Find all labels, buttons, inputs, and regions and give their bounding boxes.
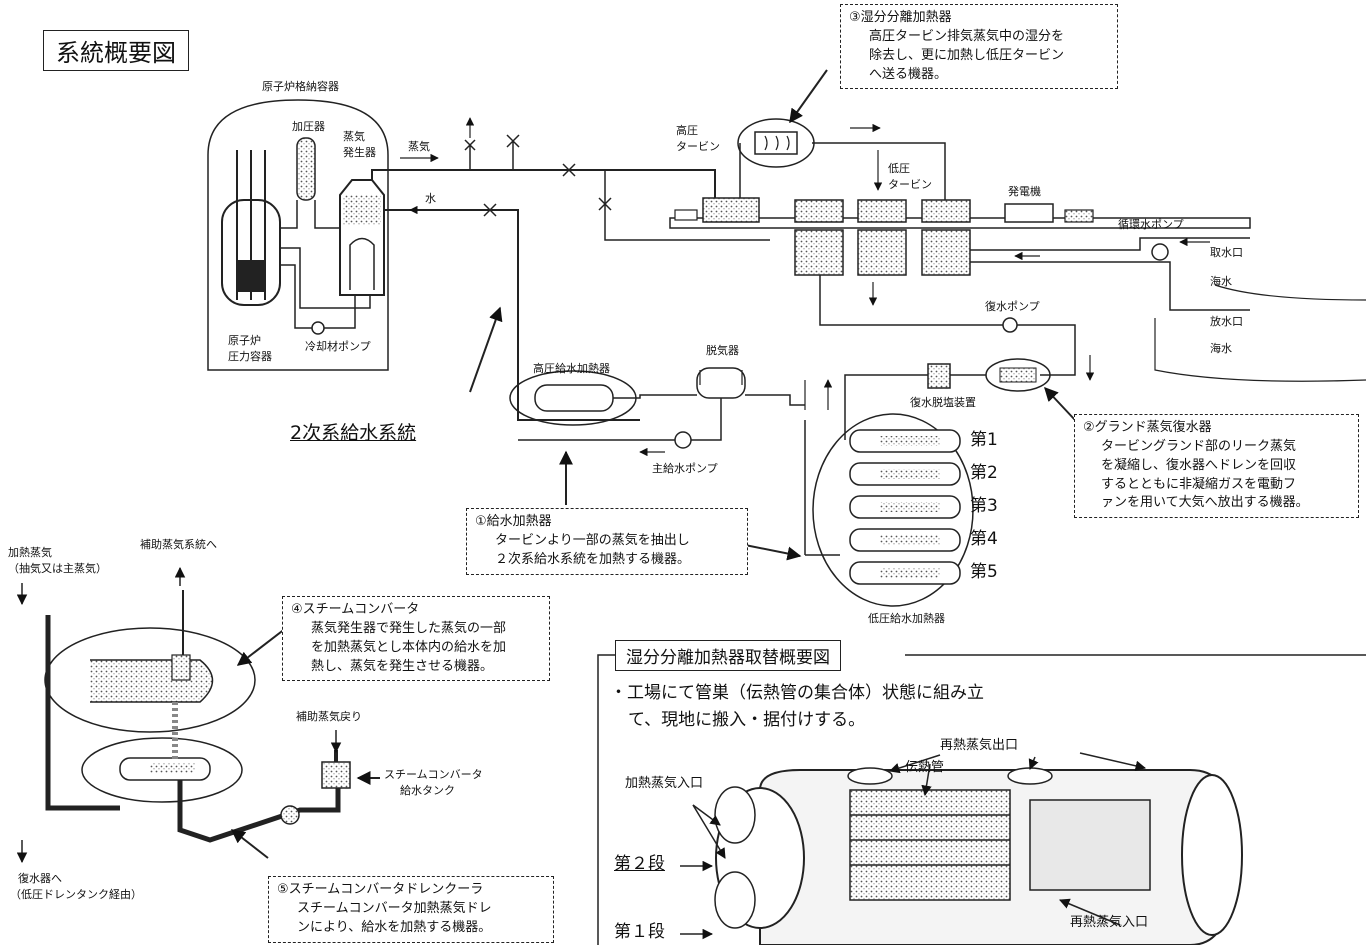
callout-line: 除去し、更に加熱し低圧タービン — [849, 47, 1109, 66]
hp-heater — [535, 385, 613, 411]
hp-turbine-label-1: 高圧 — [676, 124, 698, 138]
lp-turbine-label-1: 低圧 — [888, 162, 910, 176]
rv-label-1: 原子炉 — [228, 334, 261, 348]
callout-line: ２次系給水系統を加熱する機器。 — [475, 551, 739, 570]
sea-label-1: 海水 — [1210, 275, 1232, 289]
callout-line: ンにより、給水を加熱する機器。 — [277, 919, 545, 938]
lp-heater-label: 低圧給水加熱器 — [868, 612, 945, 626]
sea-label-2: 海水 — [1210, 342, 1232, 356]
condensers — [795, 230, 970, 275]
heating-in-label: 加熱蒸気入口 — [625, 776, 703, 792]
callout-gland-condenser: ②グランド蒸気復水器 タービングランド部のリーク蒸気 を凝縮し、復水器へドレンを… — [1074, 414, 1359, 518]
pressurizer — [297, 138, 315, 200]
callout-line: 蒸気発生器で発生した蒸気の一部 — [291, 620, 541, 639]
stage-label-1: 第1 — [970, 430, 998, 451]
stage-label-5: 第5 — [970, 562, 998, 583]
callout-line: スチームコンバータ加熱蒸気ドレ — [277, 900, 545, 919]
callout-line: タービンより一部の蒸気を抽出し — [475, 532, 739, 551]
lp-turbine-b — [858, 200, 906, 222]
hp-turbine-label-2: タービン — [676, 140, 720, 154]
steam-label: 蒸気 — [408, 140, 430, 154]
to-condenser-label-1: 復水器へ — [18, 872, 62, 886]
heating-steam-label-2: （抽気又は主蒸気） — [8, 562, 107, 576]
callout-title: ②グランド蒸気復水器 — [1083, 419, 1350, 438]
callout-line: 高圧タービン排気蒸気中の湿分を — [849, 28, 1109, 47]
callout-title: ⑤スチームコンバータドレンクーラ — [277, 881, 545, 900]
callout-line: 熱し、蒸気を発生させる機器。 — [291, 658, 541, 677]
feed-tank — [322, 762, 350, 788]
pressurizer-label: 加圧器 — [292, 120, 325, 134]
demineralizer — [928, 364, 950, 388]
condensate-pump-label: 復水ポンプ — [985, 300, 1040, 314]
feed-tank-label-2: 給水タンク — [400, 784, 455, 798]
lp-turbine-c — [922, 200, 970, 222]
reheat-out-label: 再熱蒸気出口 — [940, 738, 1018, 754]
callout-steam-converter: ④スチームコンバータ 蒸気発生器で発生した蒸気の一部 を加熱蒸気とし本体内の給水… — [282, 596, 550, 681]
coolant-pump-label: 冷却材ポンプ — [305, 340, 371, 354]
main-feed-pump — [675, 432, 691, 448]
condensate-line — [820, 275, 1075, 375]
replacement-desc-2: て、現地に搬入・据付けする。 — [628, 710, 865, 731]
reheat-in-label: 再熱蒸気入口 — [1070, 915, 1148, 931]
main-feed-pump-label: 主給水ポンプ — [652, 462, 718, 476]
hp-heater-label: 高圧給水加熱器 — [533, 362, 610, 376]
containment-label: 原子炉格納容器 — [262, 80, 339, 94]
steam-converter — [45, 628, 255, 802]
circulating-pump — [1152, 244, 1168, 260]
secondary-system-label: 2次系給水系統 — [290, 422, 416, 446]
sg-label-1: 蒸気 — [343, 130, 365, 144]
steam-generator — [340, 180, 384, 295]
callout-title: ①給水加熱器 — [475, 513, 739, 532]
stage-label-2: 第2 — [970, 463, 998, 484]
callout-line: を加熱蒸気とし本体内の給水を加 — [291, 639, 541, 658]
aux-return-label: 補助蒸気戻り — [296, 710, 362, 724]
callout-moisture-separator: ③湿分分離加熱器 高圧タービン排気蒸気中の湿分を 除去し、更に加熱し低圧タービン… — [840, 4, 1118, 89]
callout-line: へ送る機器。 — [849, 66, 1109, 85]
replacement-desc-1: ・工場にて管巣（伝熱管の集合体）状態に組み立 — [610, 683, 984, 704]
heating-steam-label-1: 加熱蒸気 — [8, 546, 52, 560]
sg-label-2: 発生器 — [343, 146, 376, 160]
lp-turbine-a — [795, 200, 843, 222]
lp-heaters — [850, 430, 960, 584]
reactor-vessel — [222, 150, 280, 305]
callout-title: ④スチームコンバータ — [291, 601, 541, 620]
feed-tank-label-1: スチームコンバータ — [384, 768, 483, 782]
lp-turbine-label-2: タービン — [888, 178, 932, 192]
generator — [1005, 204, 1053, 222]
callout-feed-heater: ①給水加熱器 タービンより一部の蒸気を抽出し ２次系給水系統を加熱する機器。 — [466, 508, 748, 575]
rv-label-2: 圧力容器 — [228, 350, 272, 364]
main-steam-line — [372, 170, 715, 205]
callout-line: するとともに非凝縮ガスを電動フ — [1083, 476, 1350, 495]
callout-title: ③湿分分離加熱器 — [849, 9, 1109, 28]
replacement-title: 湿分分離加熱器取替概要図 — [615, 640, 841, 671]
stage1-label: 第１段 — [614, 922, 665, 943]
stage-label-3: 第3 — [970, 496, 998, 517]
generator-label: 発電機 — [1008, 185, 1041, 199]
intake-label: 取水口 — [1210, 246, 1243, 260]
condensate-pump — [1003, 318, 1017, 332]
tubes-label: 伝熱管 — [905, 760, 944, 776]
stage2-label: 第２段 — [614, 854, 665, 875]
to-condenser-label-2: （低圧ドレンタンク経由） — [10, 888, 142, 902]
callout-line: ァンを用いて大気へ放出する機器。 — [1083, 494, 1350, 513]
page-title: 系統概要図 — [43, 30, 189, 71]
msr-drawing — [715, 768, 1242, 945]
deaerator — [697, 368, 745, 398]
circ-pump-label: 循環水ポンプ — [1118, 218, 1184, 232]
callout-line: タービングランド部のリーク蒸気 — [1083, 438, 1350, 457]
callout-line: を凝縮し、復水器へドレンを回収 — [1083, 457, 1350, 476]
deaerator-label: 脱気器 — [706, 344, 739, 358]
callout-drain-cooler: ⑤スチームコンバータドレンクーラ スチームコンバータ加熱蒸気ドレ ンにより、給水… — [268, 876, 554, 943]
demineralizer-label: 復水脱塩装置 — [910, 396, 976, 410]
to-aux-label: 補助蒸気系統へ — [140, 538, 217, 552]
discharge-label: 放水口 — [1210, 315, 1243, 329]
hp-turbine — [703, 198, 759, 222]
coolant-pump — [312, 322, 324, 334]
stage-label-4: 第4 — [970, 529, 998, 550]
water-label: 水 — [425, 192, 436, 206]
